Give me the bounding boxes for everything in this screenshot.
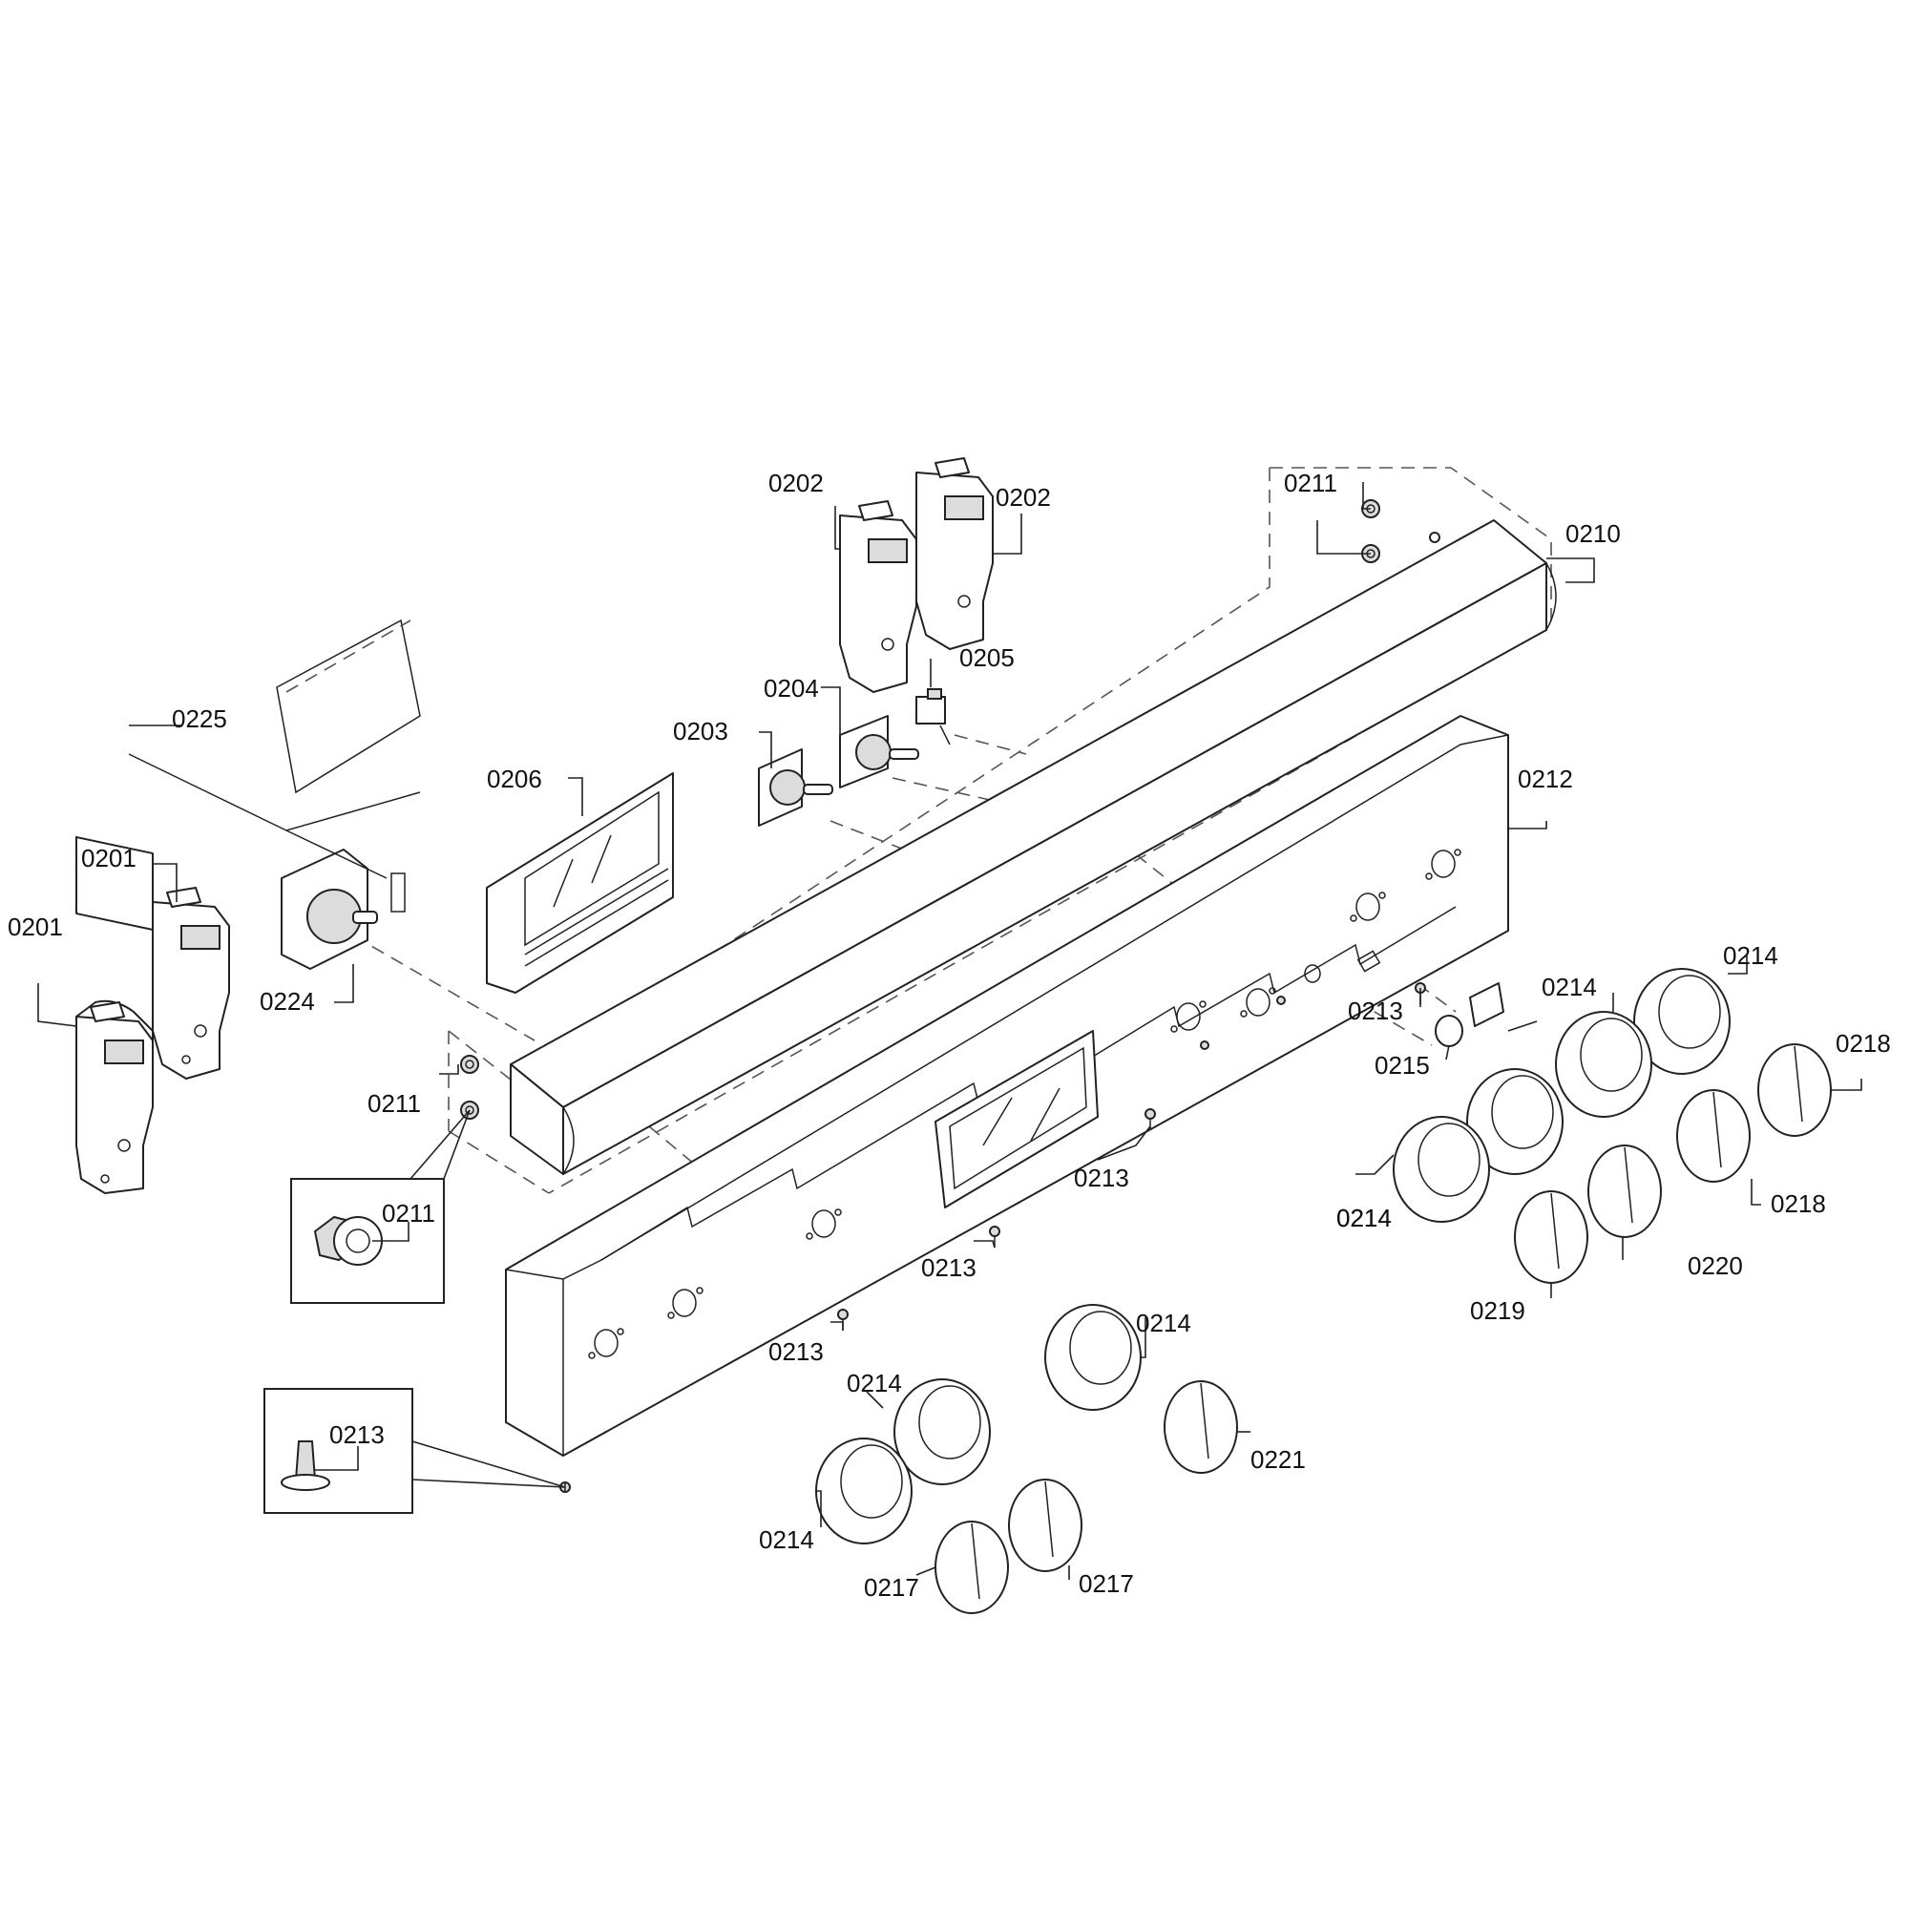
bezel-ring (1044, 1304, 1142, 1411)
label-0201: 0201 (8, 913, 63, 941)
knob-0218-b (1676, 1089, 1751, 1183)
label-0202: 0202 (768, 469, 824, 497)
top-module-b (915, 457, 994, 650)
label-0213: 0213 (1348, 997, 1403, 1025)
label-0212: 0212 (1518, 765, 1573, 793)
label-0211: 0211 (1284, 469, 1337, 497)
small-knob (1435, 1015, 1463, 1047)
label-0202: 0202 (996, 483, 1051, 512)
label-0203: 0203 (673, 717, 728, 746)
leader-lines (37, 482, 1862, 1580)
knob-0220 (1587, 1144, 1662, 1238)
label-0214: 0214 (1336, 1204, 1392, 1232)
bezel-ring (893, 1378, 991, 1485)
label-0211: 0211 (368, 1089, 421, 1118)
panel-holes (588, 849, 1461, 1359)
screw-icon (989, 1226, 1000, 1248)
control-panel (505, 715, 1509, 1457)
display-board (486, 772, 674, 994)
bezel-ring (815, 1438, 913, 1544)
label-0205: 0205 (959, 643, 1015, 672)
label-0204: 0204 (764, 674, 819, 703)
bezel-ring (1555, 1011, 1652, 1118)
knob-0218-a (1757, 1043, 1832, 1137)
knob-0217-b (934, 1521, 1009, 1614)
label-0214: 0214 (1542, 973, 1597, 1001)
rotary-switch-b (839, 715, 919, 788)
detail-box-nut (290, 1109, 471, 1304)
label-0218: 0218 (1771, 1189, 1826, 1218)
label-0221: 0221 (1250, 1445, 1306, 1474)
label-0214: 0214 (847, 1369, 902, 1397)
part-labels: 0201 0201 0202 0202 0203 0204 0205 0206 … (8, 469, 1891, 1602)
control-knobs (934, 1043, 1832, 1614)
nut-icon (460, 1055, 479, 1074)
label-0213: 0213 (1074, 1164, 1129, 1192)
detail-box-screw (263, 1388, 566, 1514)
knob-0217-a (1008, 1479, 1082, 1572)
rotary-switch-a (758, 748, 833, 827)
screw-icon (1144, 1108, 1156, 1130)
knob-0221 (1164, 1380, 1238, 1474)
label-0210: 0210 (1565, 519, 1621, 548)
label-0206: 0206 (487, 765, 542, 793)
label-0214: 0214 (1136, 1309, 1191, 1337)
switch-module-left (75, 835, 154, 1194)
knob-0219 (1514, 1190, 1588, 1284)
label-0218: 0218 (1836, 1029, 1891, 1058)
screw-icon (1200, 1040, 1209, 1050)
label-0213: 0213 (329, 1420, 385, 1449)
insulation-sheet (276, 619, 421, 794)
label-0213: 0213 (768, 1337, 824, 1366)
bezel-ring (1466, 1068, 1564, 1175)
label-0201: 0201 (81, 844, 136, 872)
bezel-rings (815, 968, 1731, 1544)
toggle-switch (915, 688, 951, 746)
top-trim-bar (510, 519, 1557, 1175)
top-module-a (839, 500, 917, 693)
label-0213: 0213 (921, 1253, 976, 1282)
panel-display-window (934, 1030, 1099, 1208)
label-0211: 0211 (382, 1199, 435, 1228)
label-0225: 0225 (172, 704, 227, 733)
switch-bracket (1469, 982, 1504, 1027)
label-0224: 0224 (260, 987, 315, 1016)
switch-module-right (152, 887, 230, 1080)
label-0215: 0215 (1375, 1051, 1430, 1080)
label-0214: 0214 (1336, 1204, 1392, 1232)
label-0219: 0219 (1470, 1296, 1525, 1325)
label-0217: 0217 (864, 1573, 919, 1602)
label-0217: 0217 (1079, 1569, 1134, 1598)
thermostat (128, 753, 421, 970)
screw-icon (1276, 996, 1286, 1005)
bezel-ring (1633, 968, 1731, 1075)
label-0220: 0220 (1688, 1251, 1743, 1280)
label-0214: 0214 (1723, 941, 1778, 970)
label-0214: 0214 (759, 1525, 814, 1554)
bezel-ring (1393, 1116, 1490, 1223)
